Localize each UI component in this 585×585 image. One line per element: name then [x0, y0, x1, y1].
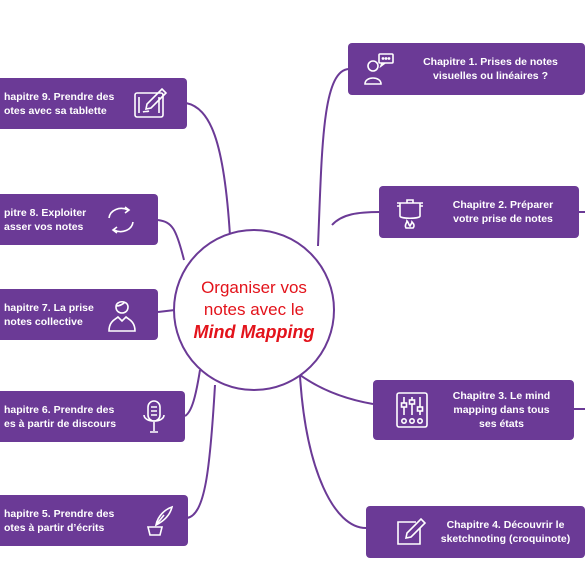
person-icon — [106, 297, 138, 333]
chapter-8-line2: asser vos notes — [4, 220, 84, 233]
chapter-3-line2: mapping dans tous — [453, 404, 550, 416]
chapter-7-line2: notes collective — [4, 315, 83, 328]
chapter-7-label: hapitre 7. La prise notes collective — [0, 301, 106, 329]
chapter-4-line1: Chapitre 4. Découvrir le — [446, 519, 565, 531]
chapter-2-line2: votre prise de notes — [453, 213, 553, 225]
central-topic-line1: Organiser vos — [201, 278, 307, 297]
central-topic: Organiser vos notes avec le Mind Mapping — [173, 229, 335, 391]
chapter-9-line1: hapitre 9. Prendre des — [4, 90, 115, 103]
cooking-pot-icon — [393, 194, 427, 230]
chapter-1-label: Chapitre 1. Prises de notes visuelles ou… — [396, 55, 585, 83]
chapter-9-node[interactable]: hapitre 9. Prendre des otes avec sa tabl… — [0, 78, 187, 129]
chapter-8-line1: pitre 8. Exploiter — [4, 206, 87, 219]
tablet-pen-icon — [133, 87, 169, 121]
chapter-3-label: Chapitre 3. Le mind mapping dans tous se… — [429, 389, 574, 431]
mixer-sliders-icon — [395, 391, 429, 429]
connector-ch4 — [299, 375, 367, 529]
quill-inkwell-icon — [142, 505, 174, 537]
chapter-4-node[interactable]: Chapitre 4. Découvrir le sketchnoting (c… — [366, 506, 585, 558]
chapter-7-node[interactable]: hapitre 7. La prise notes collective — [0, 289, 158, 340]
chapter-8-node[interactable]: pitre 8. Exploiter asser vos notes — [0, 194, 158, 245]
chapter-6-line2: es à partir de discours — [4, 417, 117, 430]
chapter-5-node[interactable]: hapitre 5. Prendre des otes à partir d’é… — [0, 495, 188, 546]
connector-ch5 — [186, 384, 216, 519]
chapter-6-label: hapitre 6. Prendre des es à partir de di… — [0, 403, 141, 431]
connector-ch7 — [157, 309, 176, 313]
connector-ch1 — [317, 68, 350, 247]
refresh-arrows-icon — [104, 204, 138, 236]
chapter-7-line1: hapitre 7. La prise — [4, 301, 94, 314]
central-topic-line3: Mind Mapping — [193, 322, 315, 342]
chapter-1-line2: visuelles ou linéaires ? — [433, 70, 548, 82]
chapter-3-line3: ses états — [479, 418, 524, 430]
chapter-1-node[interactable]: Chapitre 1. Prises de notes visuelles ou… — [348, 43, 585, 95]
chapter-5-line1: hapitre 5. Prendre des — [4, 507, 115, 520]
chapter-8-label: pitre 8. Exploiter asser vos notes — [0, 206, 104, 234]
chapter-2-node[interactable]: Chapitre 2. Préparer votre prise de note… — [379, 186, 579, 238]
chapter-4-line2: sketchnoting (croquinote) — [440, 533, 571, 545]
chapter-5-label: hapitre 5. Prendre des otes à partir d’é… — [0, 507, 142, 535]
connector-ch9 — [185, 102, 231, 237]
chapter-1-line1: Chapitre 1. Prises de notes — [423, 56, 558, 68]
chapter-5-line2: otes à partir d’écrits — [4, 521, 105, 534]
chapter-6-line1: hapitre 6. Prendre des — [4, 403, 115, 416]
connector-ch6 — [184, 369, 201, 417]
chapter-2-label: Chapitre 2. Préparer votre prise de note… — [427, 198, 579, 226]
connector-ch8 — [157, 219, 185, 261]
chapter-9-label: hapitre 9. Prendre des otes avec sa tabl… — [0, 90, 133, 118]
chapter-2-line1: Chapitre 2. Préparer — [452, 199, 554, 211]
chapter-4-label: Chapitre 4. Découvrir le sketchnoting (c… — [426, 518, 585, 546]
chapter-3-line1: Chapitre 3. Le mind — [452, 390, 551, 402]
chapter-6-node[interactable]: hapitre 6. Prendre des es à partir de di… — [0, 391, 185, 442]
central-topic-line2: notes avec le — [203, 300, 305, 319]
pencil-square-icon — [394, 516, 426, 548]
connector-ch3 — [295, 371, 374, 405]
chapter-3-node[interactable]: Chapitre 3. Le mind mapping dans tous se… — [373, 380, 574, 440]
chapter-9-line2: otes avec sa tablette — [4, 104, 107, 117]
microphone-icon — [141, 399, 167, 435]
connector-ch2 — [331, 211, 381, 226]
presenter-speech-icon — [360, 51, 396, 87]
